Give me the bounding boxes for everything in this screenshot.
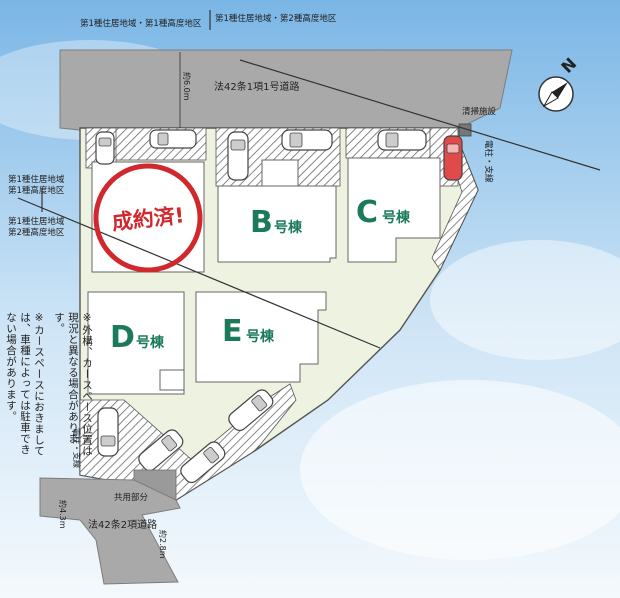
lot-e-suffix: 号棟 [246,328,275,345]
cloud [430,240,620,360]
car [228,389,274,432]
car [281,129,333,151]
car [97,407,119,457]
lot-b-suffix: 号棟 [274,219,303,236]
zoning-label-top-right: 第1種住居地域・第2種高度地区 [215,13,337,24]
lot-b-notch [261,159,299,187]
car [149,129,197,149]
shared-area-label: 共用部分 [114,492,149,503]
pole-label-left: 電柱・支線 [72,428,82,468]
lot-b-letter: B [250,205,273,240]
lot-c [347,157,441,263]
pole-label-right: 電柱・支線 [483,140,494,183]
lot-e-letter: E [222,314,243,349]
zoning-label-left-upper-2: 第1種高度地区 [8,185,65,196]
note-exterior: ※外構、カースペース位置は現況と異なる場合があります。 [53,312,93,457]
zoning-label-top: 第1種住居地域・第1種高度地区 [80,18,202,29]
note-carspace: ※カースペースにおきましては、車種によっては駐車できない場合があります。 [5,312,45,457]
cloud [300,380,620,560]
top-road-label: 法42条1項1号道路 [214,80,299,93]
lot-d-porch [159,369,185,391]
lot-e [195,291,327,383]
top-road-width: 約6.0m [182,72,192,101]
bottom-road-width-left: 約4.3m [58,500,68,529]
bottom-road-label: 法42条2項道路 [88,518,157,531]
lot-c-suffix: 号棟 [382,209,411,226]
lot-d-letter: D [110,320,135,355]
zoning-label-left-lower-1: 第1種住居地域 [8,216,65,227]
zoning-label-left-upper-1: 第1種住居地域 [8,174,65,185]
lot-b [217,185,337,263]
cleaning-facility-label: 清掃施設 [462,106,497,117]
north-compass-icon [538,76,574,112]
zoning-label-left-lower-2: 第2種高度地区 [8,227,65,238]
zoning-line-left [17,197,381,349]
car [180,441,226,484]
car [377,129,427,151]
car [138,429,184,472]
bottom-road-width-right: 約2.8m [158,530,168,559]
car [95,131,115,165]
car-red [443,135,463,181]
lot-c-letter: C [356,195,378,230]
lot-d-suffix: 号棟 [136,334,165,351]
zoning-line-diagonal [239,59,601,171]
bottom-road [39,477,181,585]
car [227,131,249,181]
